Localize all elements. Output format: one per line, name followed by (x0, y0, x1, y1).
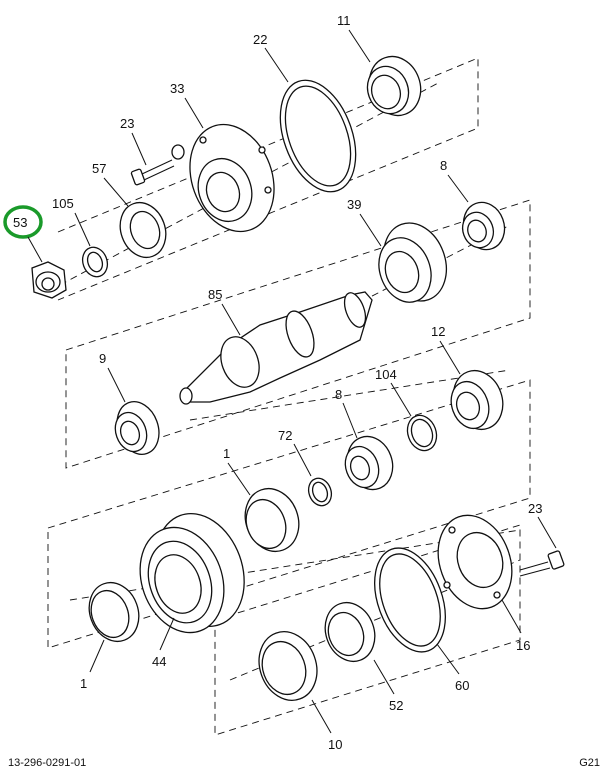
part-33-cover (189, 123, 275, 233)
part-8-bearing-cone-top (461, 201, 506, 251)
part-52-seal (324, 601, 376, 663)
callout-22[interactable]: 22 (253, 32, 267, 47)
callout-16[interactable]: 16 (516, 638, 530, 653)
part-11-bearing-cup (366, 55, 422, 117)
part-12-bearing-cone (450, 369, 504, 431)
callout-104[interactable]: 104 (375, 367, 397, 382)
callout-72[interactable]: 72 (278, 428, 292, 443)
part-1-bearing-cup-middle (244, 487, 300, 553)
callout-23-top[interactable]: 23 (120, 116, 134, 131)
callout-60[interactable]: 60 (455, 678, 469, 693)
part-44-large-gear (139, 512, 245, 634)
callout-1-bottom[interactable]: 1 (80, 676, 87, 691)
callout-11[interactable]: 11 (337, 13, 351, 28)
sheet-code: G21 (579, 757, 600, 769)
part-39-gear (378, 222, 447, 303)
part-9-bearing-cone (114, 401, 160, 455)
group-outlines (47, 57, 531, 736)
part-23-bolt-top (130, 144, 185, 186)
part-8-bearing-cone-middle (344, 435, 394, 491)
callout-39[interactable]: 39 (347, 197, 361, 212)
part-16-cover (437, 514, 513, 610)
part-104-ring (406, 414, 438, 452)
callout-57[interactable]: 57 (92, 161, 106, 176)
callout-33[interactable]: 33 (170, 81, 184, 96)
callout-8-middle[interactable]: 8 (335, 387, 342, 402)
callout-9[interactable]: 9 (99, 351, 106, 366)
part-105-washer (81, 246, 109, 278)
part-10-bearing-cup (258, 631, 318, 701)
part-22-gasket (279, 79, 357, 193)
callout-12[interactable]: 12 (431, 324, 445, 339)
part-23-bolt-bottom (519, 550, 565, 577)
callout-52[interactable]: 52 (389, 698, 403, 713)
drawing-number: 13-296-0291-01 (8, 757, 87, 769)
part-1-bearing-cup-bottom (88, 581, 140, 643)
part-60-gasket (374, 547, 446, 653)
callout-labels: 53 105 57 23 33 22 11 8 39 85 9 12 104 8… (13, 13, 542, 752)
part-53-nut (31, 261, 67, 299)
callout-105[interactable]: 105 (52, 196, 74, 211)
callout-highlight-ring (3, 205, 43, 239)
callout-85[interactable]: 85 (208, 287, 222, 302)
callout-8-top[interactable]: 8 (440, 158, 447, 173)
callout-23-bottom[interactable]: 23 (528, 501, 542, 516)
callout-1-middle[interactable]: 1 (223, 446, 230, 461)
part-57-seal (119, 201, 167, 259)
callout-44[interactable]: 44 (152, 654, 166, 669)
leader-lines (27, 29, 557, 734)
callout-10[interactable]: 10 (328, 737, 342, 752)
part-72-snap-ring (307, 477, 333, 507)
part-85-shaft (179, 291, 373, 405)
callout-53[interactable]: 53 (13, 215, 27, 230)
